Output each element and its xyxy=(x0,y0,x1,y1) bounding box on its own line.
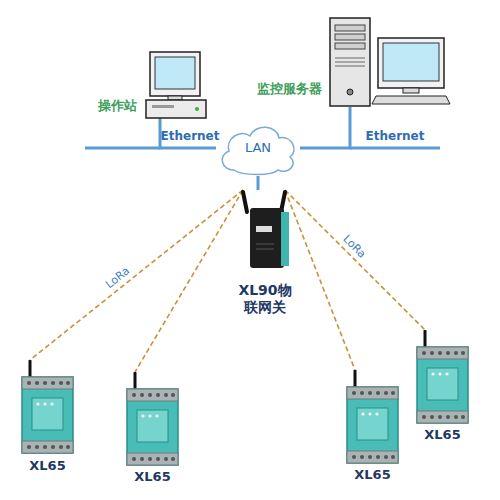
link-label: LoRa xyxy=(341,233,369,261)
drive-slot xyxy=(152,105,174,108)
node-label: XL65 xyxy=(120,469,185,485)
lora-device: XL65 xyxy=(415,330,470,425)
node-label: XL90物 联网关 xyxy=(232,282,298,316)
ethernet-bus xyxy=(85,147,160,150)
operator-station: 操作站 xyxy=(145,50,207,118)
drive-bay xyxy=(335,34,365,40)
screen xyxy=(155,57,195,89)
vent-line xyxy=(335,58,365,59)
node-label: 操作站 xyxy=(91,98,143,114)
operator-pc-icon xyxy=(146,52,206,118)
monitor xyxy=(378,38,444,88)
node-label: XL65 xyxy=(15,458,80,474)
server-icon xyxy=(330,18,450,106)
lora-link xyxy=(285,190,425,330)
ethernet-bus xyxy=(350,147,440,150)
node-label: 监控服务器 xyxy=(248,81,330,97)
pc-case xyxy=(146,100,206,118)
gateway-display xyxy=(256,226,272,232)
monitoring-server: 监控服务器 xyxy=(325,15,453,107)
lan-cloud: LAN xyxy=(216,120,300,176)
vent-line xyxy=(335,62,365,63)
lora-device-icon xyxy=(22,361,73,453)
ethernet-link xyxy=(257,176,260,190)
lora-device: XL65 xyxy=(345,370,400,465)
lora-link xyxy=(285,190,355,370)
drive-bay xyxy=(335,43,365,49)
screen xyxy=(383,43,439,81)
link-label: LoRa xyxy=(104,265,133,291)
iot-gateway: XL90物 联网关 xyxy=(238,190,292,270)
lora-device-icon xyxy=(347,371,398,463)
monitor xyxy=(150,52,200,96)
node-label: XL65 xyxy=(410,427,475,443)
vent-line xyxy=(256,249,274,250)
monitor-stand xyxy=(403,88,419,93)
ethernet-link xyxy=(300,107,350,148)
lora-device: XL65 xyxy=(125,372,180,467)
node-label: LAN xyxy=(216,140,300,156)
gateway-icon xyxy=(243,192,289,268)
gateway-body xyxy=(250,208,284,268)
lora-link xyxy=(30,190,243,360)
lora-device-icon xyxy=(127,373,178,465)
node-label: XL65 xyxy=(340,467,405,483)
server-tower xyxy=(330,18,370,106)
vent-line xyxy=(335,66,365,67)
network-label: Ethernet xyxy=(161,130,220,143)
network-label: Ethernet xyxy=(366,130,425,143)
gateway-side xyxy=(281,212,289,266)
lora-link xyxy=(135,190,243,372)
power-led xyxy=(195,107,199,111)
keyboard xyxy=(372,96,450,104)
vent-line xyxy=(256,244,274,245)
drive-bay xyxy=(335,25,365,31)
lora-device: XL65 xyxy=(20,360,75,455)
antenna xyxy=(243,192,247,212)
lora-device-icon xyxy=(417,331,468,423)
power-button xyxy=(347,89,353,95)
